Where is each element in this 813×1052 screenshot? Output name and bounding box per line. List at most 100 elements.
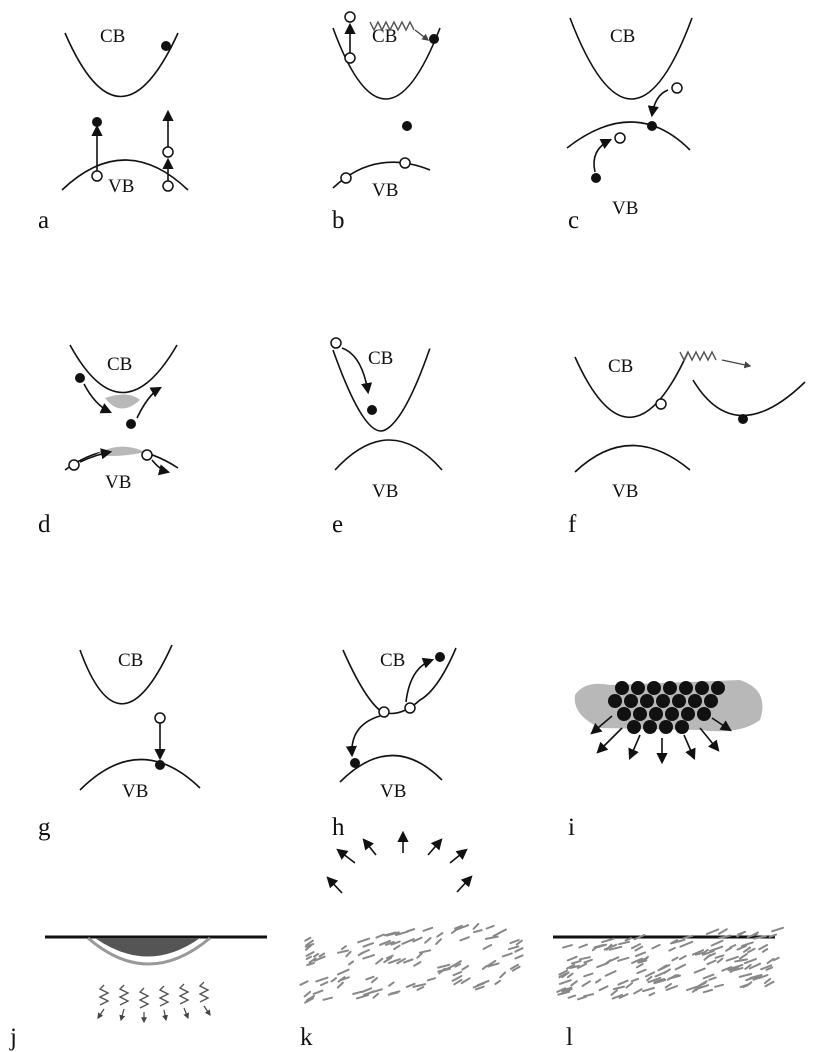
carrier-dot (679, 681, 693, 695)
speckle-mark (721, 966, 733, 972)
speckle-mark (461, 965, 470, 971)
ablation-arrow (456, 875, 473, 893)
speckle-mark (337, 949, 349, 954)
speckle-mark (487, 962, 500, 968)
emission-arrow (590, 715, 613, 735)
speckle-mark (642, 987, 655, 993)
speckle-mark (371, 977, 378, 984)
material-speckle (556, 926, 785, 1001)
carrier-dot (608, 694, 622, 708)
conduction-band-curve (332, 347, 431, 432)
speckle-mark (487, 959, 497, 967)
carrier-dot (617, 707, 631, 721)
speckle-mark (583, 972, 594, 978)
speckle-mark (388, 981, 395, 987)
panel-i: i (568, 680, 763, 841)
speckle-mark (702, 988, 714, 994)
speckle-mark (492, 932, 501, 937)
auger-arrow (345, 715, 381, 758)
vb-label: VB (108, 176, 134, 197)
valence-band-curve (574, 444, 691, 473)
speckle-mark (608, 945, 623, 951)
cb-label: CB (610, 26, 635, 47)
speckle-mark (742, 946, 752, 953)
electron (155, 760, 165, 770)
emission-arrow (628, 734, 641, 761)
speckle-mark (345, 950, 352, 958)
carrier-dot (711, 681, 725, 695)
speckle-mark (299, 980, 309, 986)
speckle-mark (320, 981, 329, 987)
speckle-mark (362, 954, 376, 960)
speckle-mark (566, 963, 576, 970)
carrier-dot (633, 707, 647, 721)
speckle-mark (459, 936, 470, 942)
speckle-mark (702, 973, 715, 980)
electron (350, 758, 360, 768)
valence-band-curve (61, 159, 189, 191)
phonon-wiggles (97, 981, 211, 1024)
speckle-mark (474, 985, 485, 991)
phonon-emission-wiggle (369, 20, 415, 32)
speckle-mark (514, 954, 524, 960)
speckle-mark (558, 969, 569, 976)
carrier-dot (681, 707, 695, 721)
hole (655, 398, 667, 410)
panel-label-l: l (566, 1024, 573, 1051)
scatter-arrow (136, 386, 162, 419)
speckle-mark (766, 957, 775, 964)
speckle-mark (437, 967, 451, 973)
carrier-dot (649, 707, 663, 721)
speckle-mark (709, 945, 724, 952)
speckle-mark (773, 956, 780, 962)
speckle-mark (305, 944, 312, 951)
speckle-mark (472, 982, 486, 989)
speckle-mark (744, 963, 752, 970)
speckle-mark (716, 957, 724, 964)
hole (378, 706, 390, 718)
speckle-mark (308, 957, 317, 964)
speckle-mark (725, 955, 739, 962)
speckle-mark (405, 982, 416, 988)
emission-arrow (596, 727, 623, 754)
emission-arrows (590, 715, 732, 765)
speckle-mark (561, 987, 570, 994)
conduction-band-curve (569, 17, 693, 100)
vb-label: VB (105, 472, 131, 493)
carrier-dot (640, 694, 654, 708)
speckle-mark (507, 945, 520, 951)
phonon-arrow (721, 359, 752, 369)
speckle-mark (693, 967, 706, 974)
scattering-shade (105, 394, 140, 409)
speckle-mark (631, 957, 643, 964)
panel-l: l (553, 926, 785, 1051)
speckle-mark (601, 937, 615, 944)
carrier-dot (647, 681, 661, 695)
hole (340, 172, 352, 184)
panel-b: CB VB b (332, 11, 441, 234)
speckle-mark (635, 951, 646, 958)
speckle-mark (606, 956, 620, 963)
panel-label-d: d (38, 511, 51, 538)
speckle-mark (663, 968, 671, 974)
speckle-mark (686, 985, 698, 992)
scatter-arrow (79, 448, 113, 463)
speckle-mark (577, 962, 588, 969)
hole (162, 180, 174, 192)
speckle-mark (651, 943, 661, 950)
speckle-mark (509, 939, 520, 945)
speckle-mark (362, 942, 374, 948)
speckle-mark (646, 975, 653, 982)
panel-j: j (9, 935, 267, 1051)
carrier-dot (704, 694, 718, 708)
speckle-mark (355, 994, 370, 1000)
hole (671, 82, 683, 94)
speckle-mark (633, 934, 646, 941)
speckle-mark (412, 936, 423, 943)
speckle-mark (375, 957, 384, 965)
speckle-mark (395, 930, 409, 936)
panel-label-c: c (568, 207, 579, 234)
speckle-mark (452, 971, 463, 977)
speckle-mark (718, 934, 732, 940)
